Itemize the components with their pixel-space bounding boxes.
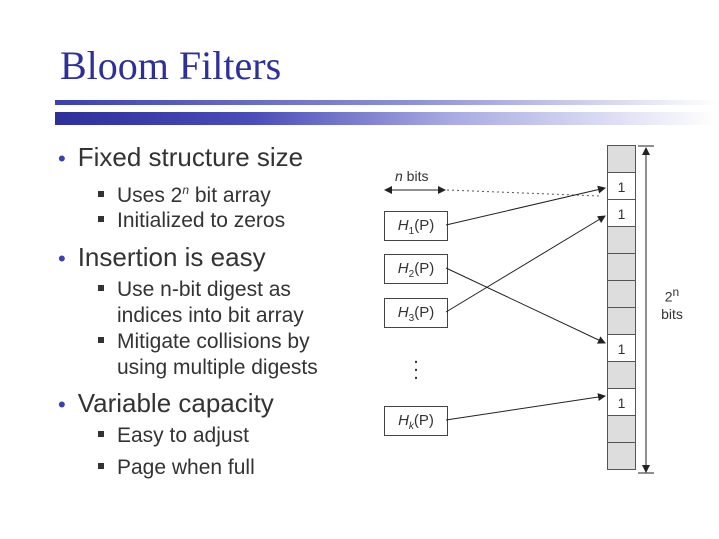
hash-box-3: H3(P) bbox=[384, 298, 448, 328]
bullet-dot-icon: • bbox=[58, 392, 66, 417]
square-bullet-icon bbox=[98, 431, 104, 438]
sub-bullet-uses-array: Uses 2n bit array bbox=[98, 177, 271, 209]
hash-box-1: H1(P) bbox=[384, 211, 448, 241]
bullet-insertion: •Insertion is easy bbox=[58, 242, 266, 272]
bit-cell bbox=[607, 442, 636, 470]
square-bullet-icon bbox=[98, 285, 104, 292]
bit-cell bbox=[607, 145, 636, 173]
sub-bullet-adjust: Easy to adjust bbox=[98, 423, 249, 449]
bullet-dot-icon: • bbox=[58, 246, 66, 271]
arrow-hk bbox=[445, 393, 606, 421]
n-bits-label: n bits bbox=[395, 168, 429, 184]
arrow-h2 bbox=[445, 267, 606, 344]
sub-bullet-initialized: Initialized to zeros bbox=[98, 208, 285, 234]
sub-bullet-page: Page when full bbox=[98, 455, 255, 481]
square-bullet-icon bbox=[98, 216, 104, 223]
bit-cell: 1 bbox=[607, 334, 636, 362]
bit-cell bbox=[607, 415, 636, 443]
bullet-dot-icon: • bbox=[58, 146, 66, 171]
dotted-guide bbox=[446, 189, 601, 197]
hash-box-k: Hk(P) bbox=[384, 406, 448, 436]
ellipsis-vertical: ... bbox=[413, 346, 419, 384]
title-underline bbox=[55, 100, 717, 105]
arrow-h3 bbox=[445, 215, 606, 313]
bullet-fixed-size: •Fixed structure size bbox=[58, 142, 304, 172]
title-gradient-bar bbox=[55, 112, 717, 125]
bit-cell: 1 bbox=[607, 388, 636, 416]
square-bullet-icon bbox=[98, 463, 104, 470]
square-bullet-icon bbox=[98, 191, 104, 198]
bit-cell: 1 bbox=[607, 199, 636, 227]
square-bullet-icon bbox=[98, 337, 104, 344]
bit-cell bbox=[607, 307, 636, 335]
bullet-capacity: •Variable capacity bbox=[58, 388, 274, 418]
hash-box-2: H2(P) bbox=[384, 254, 448, 284]
arrow-h1 bbox=[445, 185, 606, 226]
bit-cell bbox=[607, 226, 636, 254]
sub-bullet-digest: Use n-bit digest as indices into bit arr… bbox=[98, 277, 304, 329]
sub-bullet-collisions: Mitigate collisions by using multiple di… bbox=[98, 329, 318, 381]
page-title: Bloom Filters bbox=[60, 43, 282, 88]
